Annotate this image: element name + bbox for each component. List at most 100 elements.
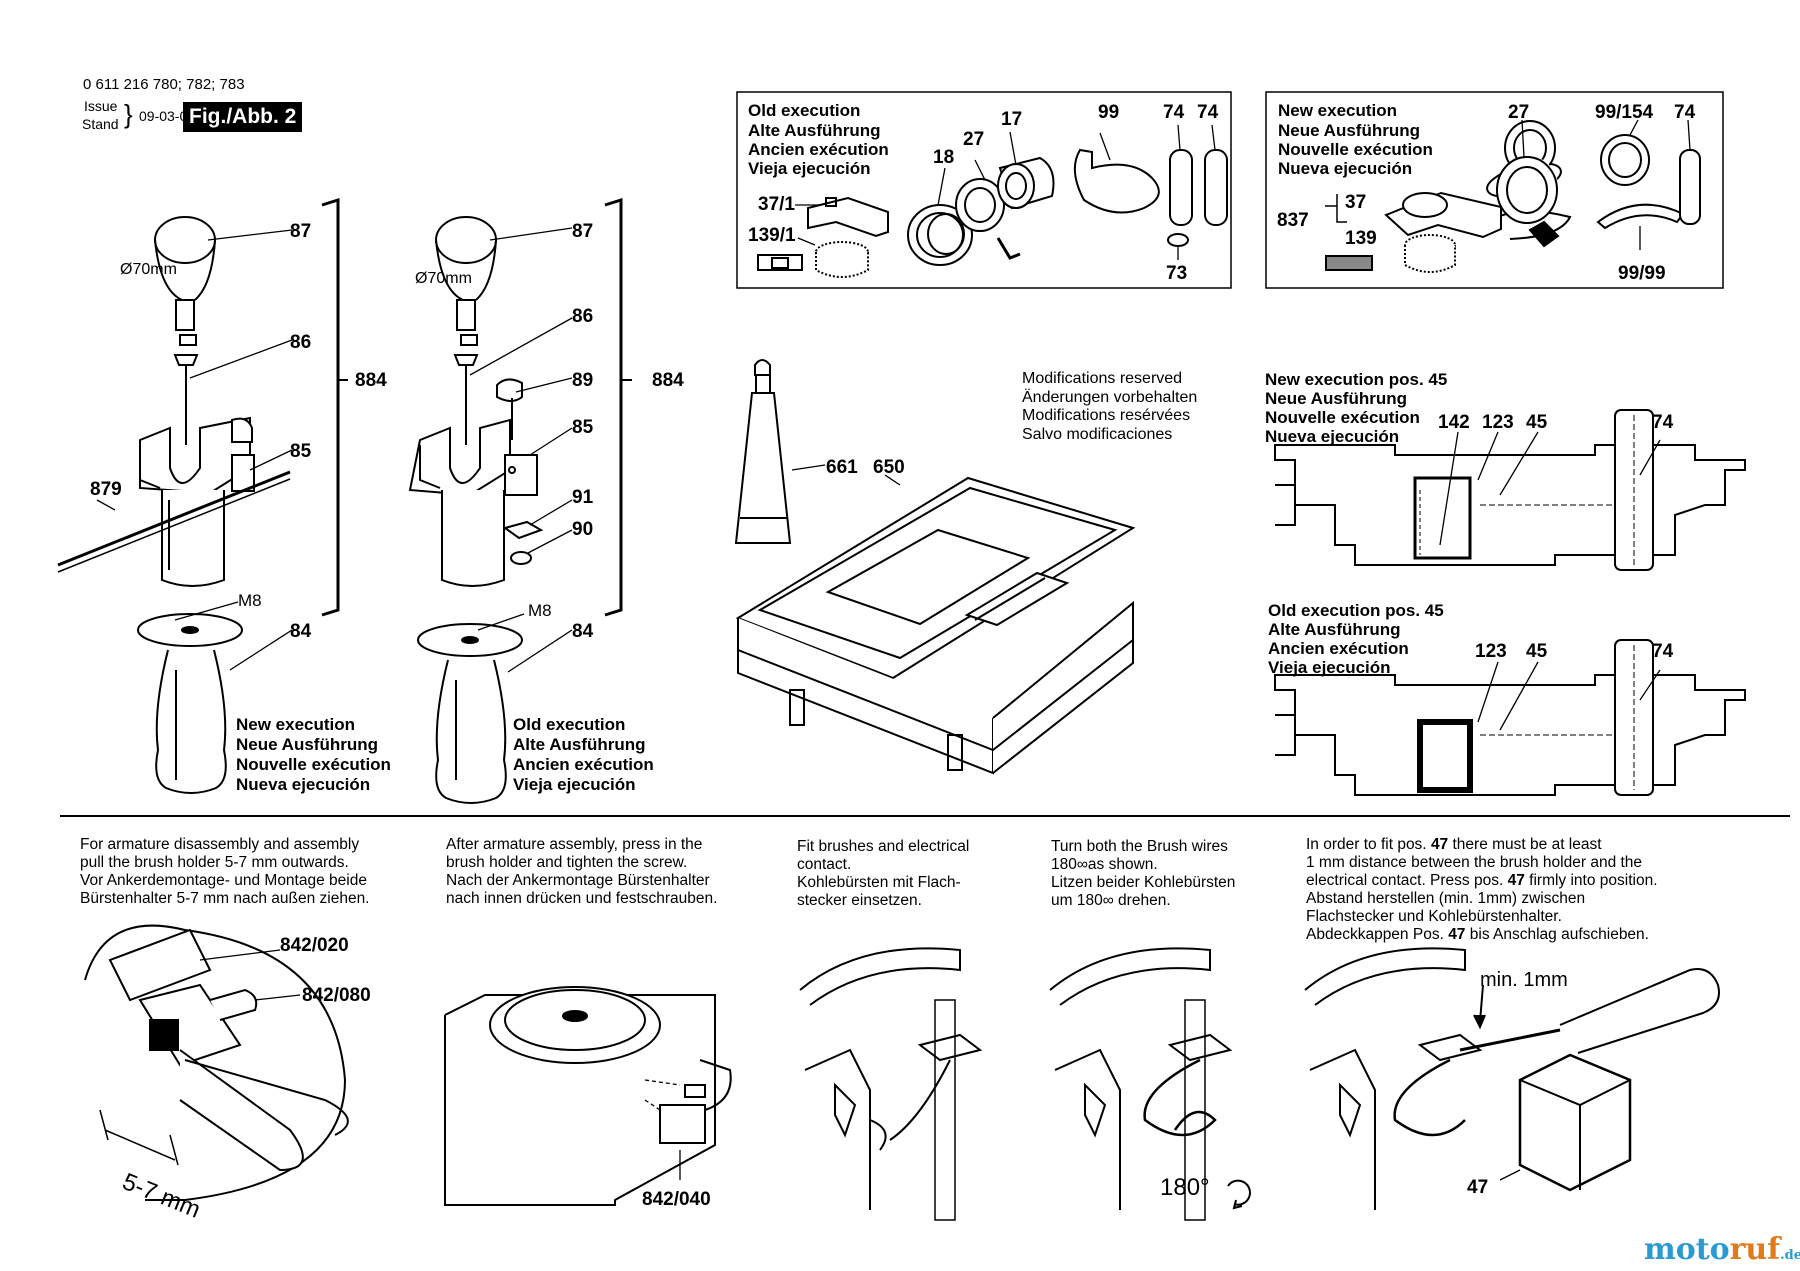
label-74-old-b: 74	[1197, 102, 1219, 123]
pos45-old-section	[1274, 639, 1746, 796]
label-180-deg: 180°	[1160, 1174, 1210, 1201]
label-45-new: 45	[1526, 412, 1548, 433]
mod-de: Änderungen vorbehalten	[1022, 389, 1198, 406]
issue-date: 09-03-02	[139, 108, 196, 124]
label-837: 837	[1277, 210, 1309, 231]
step4-line3: Litzen beider Kohlebürsten	[1051, 874, 1236, 891]
pos45-old-title-fr: Ancien exécution	[1268, 639, 1409, 658]
old-box-exec-es: Vieja ejecución	[748, 159, 871, 178]
label-74-old-a: 74	[1163, 102, 1185, 123]
step4-line4: um 180∞ drehen.	[1051, 892, 1171, 909]
label-47: 47	[1467, 1177, 1489, 1198]
motoruf-logo: motoruf.de	[1644, 1232, 1800, 1267]
pos45-old-title-es: Vieja ejecución	[1268, 658, 1391, 677]
right-exec-es: Vieja ejecución	[513, 775, 636, 794]
label-139: 139	[1345, 228, 1377, 249]
label-17: 17	[1001, 109, 1023, 130]
label-87-right: 87	[572, 221, 594, 242]
label-87-left: 87	[290, 221, 312, 242]
step5-line2: 1 mm distance between the brush holder a…	[1306, 854, 1643, 871]
right-exec-fr: Ancien exécution	[513, 755, 654, 774]
old-box-exec-en: Old execution	[748, 101, 861, 120]
label-m8-right: M8	[528, 601, 552, 620]
label-dia-right: Ø70mm	[415, 270, 472, 287]
mod-es: Salvo modificaciones	[1022, 426, 1173, 443]
label-27-new: 27	[1508, 102, 1530, 123]
step5-line1: In order to fit pos. 47 there must be at…	[1306, 836, 1602, 853]
left-exec-en: New execution	[236, 715, 356, 734]
right-handle-assembly	[408, 197, 632, 804]
label-90: 90	[572, 519, 594, 540]
step5-line6: Abdeckkappen Pos. 47 bis Anschlag aufsch…	[1306, 926, 1649, 943]
label-m8-left: M8	[238, 591, 262, 610]
pos45-new-title-fr: Nouvelle exécution	[1265, 408, 1420, 427]
pos45-old-title-en: Old execution pos. 45	[1268, 601, 1444, 620]
label-45-old: 45	[1526, 641, 1548, 662]
stand-label: Stand	[82, 116, 119, 132]
issue-label: Issue	[84, 98, 118, 114]
label-74-pos45-old: 74	[1652, 641, 1674, 662]
label-74-new: 74	[1674, 102, 1696, 123]
pos45-old-title-de: Alte Ausführung	[1268, 620, 1401, 639]
label-18: 18	[933, 147, 955, 168]
right-exec-en: Old execution	[513, 715, 626, 734]
pos45-new-title-es: Nueva ejecución	[1265, 427, 1400, 446]
pos45-new-section	[1274, 409, 1746, 571]
mod-en: Modifications reserved	[1022, 370, 1183, 387]
step3-line2: contact.	[797, 856, 852, 873]
step5-drawing	[1304, 947, 1720, 1210]
step4-drawing	[1049, 947, 1251, 1221]
brace: }	[124, 99, 133, 129]
new-box-exec-fr: Nouvelle exécution	[1278, 140, 1433, 159]
label-89: 89	[572, 370, 594, 391]
label-min-1mm: min. 1mm	[1480, 969, 1568, 991]
left-exec-fr: Nouvelle exécution	[236, 755, 391, 774]
label-85-right: 85	[572, 417, 594, 438]
label-91: 91	[572, 487, 594, 508]
label-27-old: 27	[963, 129, 985, 150]
label-650: 650	[873, 457, 905, 478]
step2-line2: brush holder and tighten the screw.	[446, 854, 688, 871]
step5-line3: electrical contact. Press pos. 47 firmly…	[1306, 872, 1658, 889]
label-884-right: 884	[652, 370, 684, 391]
step5-line5: Flachstecker und Kohlebürstenhalter.	[1306, 908, 1562, 925]
part-numbers: 0 611 216 780; 782; 783	[83, 76, 245, 93]
label-85-left: 85	[290, 441, 312, 462]
label-74-pos45-new: 74	[1652, 412, 1674, 433]
step1-line4: Bürstenhalter 5-7 mm nach außen ziehen.	[80, 890, 370, 907]
step5-line4: Abstand herstellen (min. 1mm) zwischen	[1306, 890, 1586, 907]
step1-line1: For armature disassembly and assembly	[80, 836, 360, 853]
label-84-right: 84	[572, 621, 594, 642]
step3-line1: Fit brushes and electrical	[797, 838, 970, 855]
step2-drawing	[444, 986, 732, 1206]
right-exec-de: Alte Ausführung	[513, 735, 646, 754]
figure-label: Fig./Abb. 2	[183, 102, 303, 132]
carrying-case	[734, 359, 1136, 775]
left-handle-assembly	[57, 197, 348, 794]
step2-line4: nach innen drücken und festschrauben.	[446, 890, 718, 907]
label-884-left: 884	[355, 370, 387, 391]
label-142: 142	[1438, 412, 1470, 433]
step4-line1: Turn both the Brush wires	[1051, 838, 1228, 855]
old-execution-parts	[757, 124, 1228, 278]
old-box-exec-fr: Ancien exécution	[748, 140, 889, 159]
label-99-99: 99/99	[1618, 263, 1666, 284]
label-123-old: 123	[1475, 641, 1507, 662]
step1-line2: pull the brush holder 5-7 mm outwards.	[80, 854, 349, 871]
label-842-020: 842/020	[280, 935, 349, 956]
label-86-left: 86	[290, 332, 312, 353]
new-box-exec-es: Nueva ejecución	[1278, 159, 1413, 178]
new-execution-components	[1325, 119, 1701, 273]
label-86-right: 86	[572, 306, 594, 327]
step1-drawing	[84, 924, 349, 1201]
label-139-1: 139/1	[748, 225, 796, 246]
label-37: 37	[1345, 192, 1367, 213]
section-divider	[60, 815, 1790, 817]
pos45-new-title-en: New execution pos. 45	[1265, 370, 1448, 389]
mod-fr: Modifications resérvées	[1022, 407, 1191, 424]
step2-line3: Nach der Ankermontage Bürstenhalter	[446, 872, 710, 889]
step3-line4: stecker einsetzen.	[797, 892, 922, 909]
old-box-exec-de: Alte Ausführung	[748, 121, 881, 140]
label-842-080: 842/080	[302, 985, 371, 1006]
